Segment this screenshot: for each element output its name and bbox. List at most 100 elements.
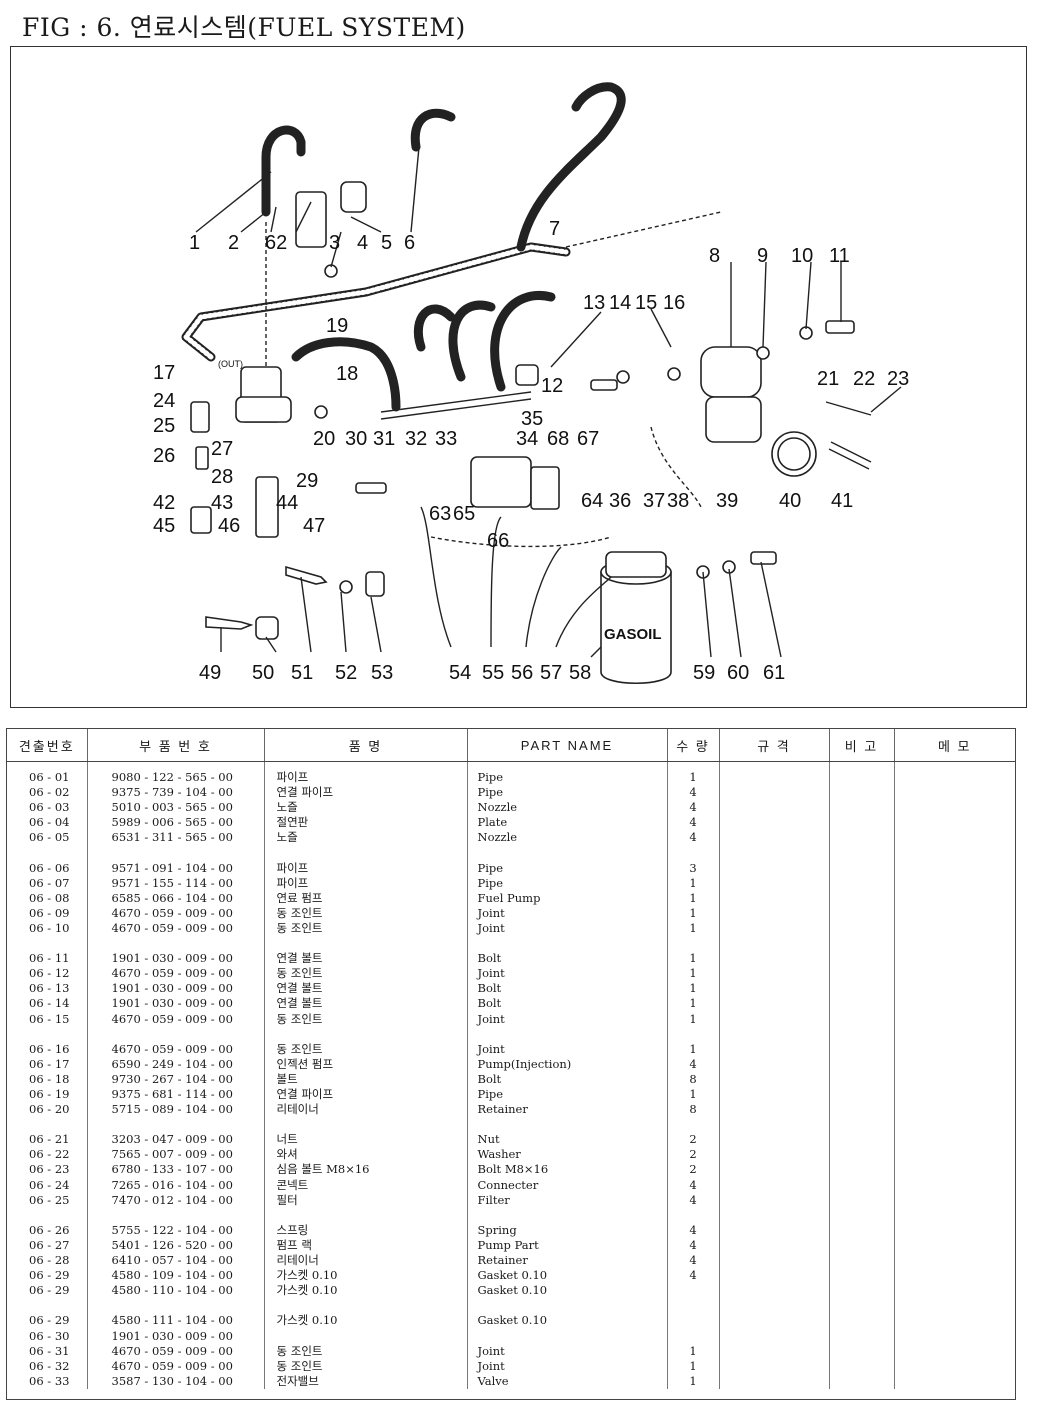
table-cell — [829, 1192, 895, 1208]
table-cell — [829, 1086, 895, 1103]
cell-qty: 8 — [667, 1102, 720, 1118]
cell-kr: 동 조인트 — [264, 1358, 468, 1374]
table-cell — [719, 1222, 830, 1238]
cell-qty: 1 — [667, 905, 720, 921]
parts-list: 견출번호 부 품 번 호 품 명 PART NAME 수 량 규 격 비 고 메… — [6, 728, 1016, 1400]
table-cell — [467, 1117, 668, 1133]
cell-pn: 5755 - 122 - 104 - 00 — [87, 1222, 265, 1238]
table-cell — [87, 1207, 265, 1223]
cell-pn: 4670 - 059 - 009 - 00 — [87, 920, 265, 937]
cell-en: Gasket 0.10 — [467, 1268, 668, 1284]
cell-en: Retainer — [467, 1102, 668, 1118]
table-cell — [894, 1147, 1015, 1162]
table-row-spacer — [7, 1117, 1015, 1133]
callout-32: 32 — [405, 428, 427, 450]
table-cell — [894, 906, 1015, 921]
table-cell — [7, 845, 88, 861]
cell-kr: 연결 볼트 — [264, 996, 468, 1012]
cell-pn: 4670 - 059 - 009 - 00 — [87, 1041, 265, 1057]
cell-en: Connecter — [467, 1177, 668, 1193]
cell-pn: 4670 - 059 - 009 - 00 — [87, 1011, 265, 1027]
callout-31: 31 — [373, 428, 395, 450]
table-cell — [894, 815, 1015, 830]
callout-37: 37 — [643, 490, 665, 512]
filter-label: GASOIL — [604, 626, 662, 643]
table-cell — [467, 845, 668, 861]
table-cell — [894, 1042, 1015, 1057]
cell-pn: 4670 - 059 - 009 - 00 — [87, 1358, 265, 1374]
table-header-row: 견출번호 부 품 번 호 품 명 PART NAME 수 량 규 격 비 고 메… — [7, 729, 1015, 762]
cell-en: Gasket 0.10 — [467, 1313, 668, 1329]
cell-no: 06 - 29 — [7, 1283, 88, 1299]
cell-kr: 가스켓 0.10 — [264, 1313, 468, 1329]
cell-kr: 동 조인트 — [264, 905, 468, 921]
cell-qty: 4 — [667, 1192, 720, 1208]
table-cell — [894, 936, 1015, 951]
cell-en: Pipe — [467, 761, 668, 786]
header-korean-name: 품 명 — [264, 729, 468, 762]
table-cell — [719, 1343, 830, 1359]
cell-kr: 동 조인트 — [264, 920, 468, 937]
callout-11: 11 — [829, 245, 850, 267]
table-cell — [719, 845, 830, 861]
table-cell — [894, 1374, 1015, 1389]
cell-qty: 1 — [667, 1343, 720, 1359]
table-cell — [719, 1117, 830, 1133]
cell-kr: 펌프 랙 — [264, 1237, 468, 1253]
table-cell — [894, 981, 1015, 996]
table-cell — [719, 800, 830, 816]
cell-en: Nut — [467, 1132, 668, 1148]
table-cell — [667, 1026, 720, 1042]
parts-table: 견출번호 부 품 번 호 품 명 PART NAME 수 량 규 격 비 고 메… — [7, 729, 1015, 1389]
cell-en: Joint — [467, 966, 668, 982]
table-cell — [87, 1117, 265, 1133]
cell-qty: 1 — [667, 761, 720, 786]
table-cell — [829, 1071, 895, 1087]
table-cell — [719, 1237, 830, 1253]
diagram-drawing: GASOIL (OUT) — [153, 82, 909, 685]
callout-9: 9 — [757, 245, 768, 267]
cell-en: Bolt — [467, 996, 668, 1012]
cell-pn: 9375 - 681 - 114 - 00 — [87, 1086, 265, 1103]
table-cell — [894, 996, 1015, 1011]
cell-no: 06 - 15 — [7, 1011, 88, 1027]
table-cell — [894, 951, 1015, 966]
table-cell — [829, 1237, 895, 1253]
cell-qty: 1 — [667, 875, 720, 891]
callout-36: 36 — [609, 490, 631, 512]
callout-49: 49 — [199, 662, 221, 684]
cell-pn: 4670 - 059 - 009 - 00 — [87, 966, 265, 982]
callout-2: 2 — [228, 232, 239, 254]
cell-pn: 5989 - 006 - 565 - 00 — [87, 815, 265, 831]
cell-kr: 연료 펌프 — [264, 890, 468, 906]
callout-29: 29 — [296, 470, 318, 492]
table-cell — [894, 1012, 1015, 1027]
table-cell — [829, 1117, 895, 1133]
callout-60: 60 — [727, 662, 749, 684]
callout-18: 18 — [336, 363, 358, 385]
cell-kr: 너트 — [264, 1132, 468, 1148]
table-cell — [829, 830, 895, 846]
table-row-spacer — [7, 1207, 1015, 1223]
cell-pn: 7470 - 012 - 104 - 00 — [87, 1192, 265, 1208]
callout-27: 27 — [211, 438, 233, 460]
cell-en: Bolt — [467, 951, 668, 967]
table-cell — [719, 890, 830, 906]
callout-46: 46 — [218, 515, 240, 537]
cell-qty: 1 — [667, 890, 720, 906]
callout-8: 8 — [709, 245, 720, 267]
cell-pn: 3203 - 047 - 009 - 00 — [87, 1132, 265, 1148]
cell-no: 06 - 06 — [7, 860, 88, 876]
callout-10: 10 — [791, 245, 813, 267]
callout-44: 44 — [276, 492, 298, 514]
cell-qty: 1 — [667, 1358, 720, 1374]
cell-kr: 절연판 — [264, 815, 468, 831]
